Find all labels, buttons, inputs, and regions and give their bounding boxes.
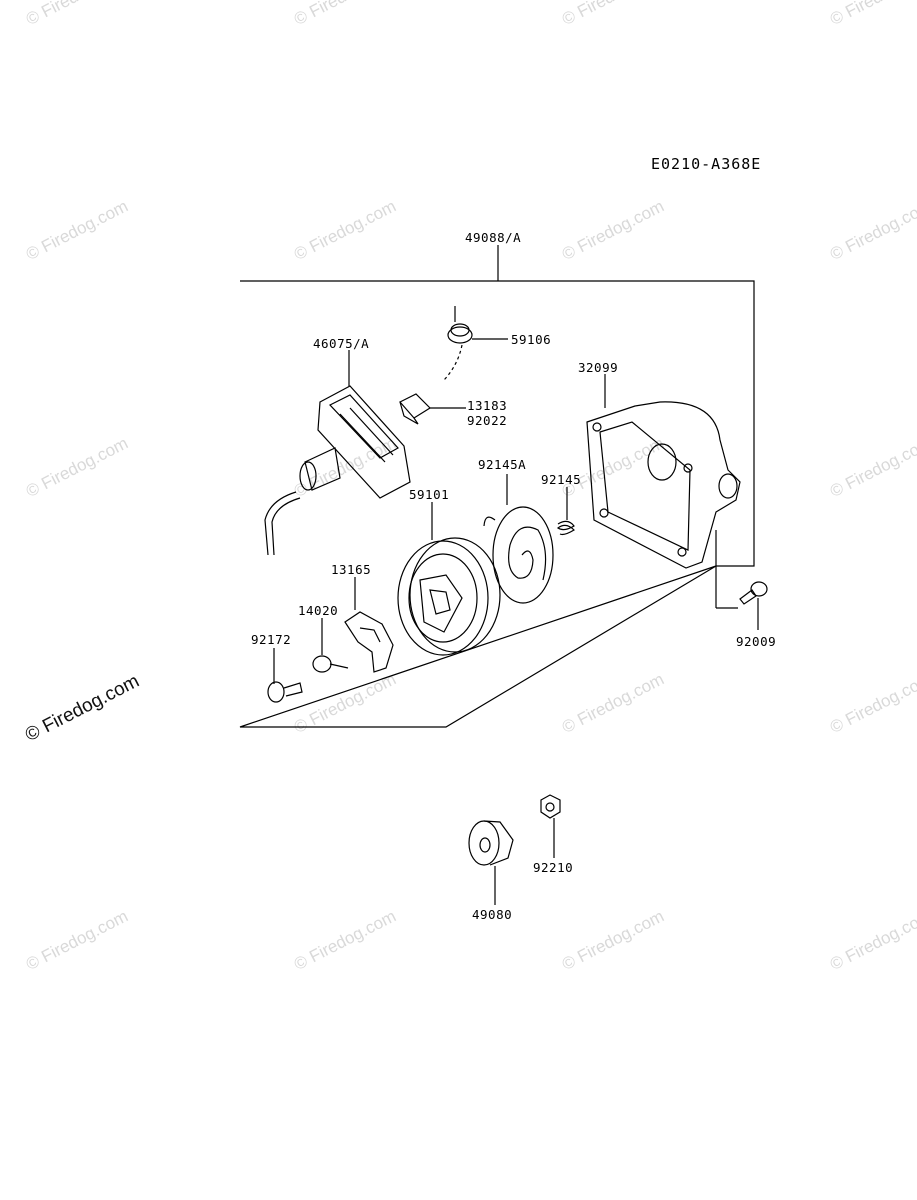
diagram-code: E0210-A368E: [651, 155, 762, 173]
part-number-case[interactable]: 32099: [578, 360, 619, 375]
handle-part: [264, 350, 411, 556]
part-number-small-spring[interactable]: 14020: [298, 603, 339, 618]
nut-part: [540, 794, 561, 858]
ratchet-part: [344, 577, 394, 673]
ratchet-spring-part: [312, 618, 349, 673]
drive-pulley-part: [468, 820, 514, 905]
pulley-part: [397, 502, 501, 656]
part-number-screw[interactable]: 92172: [251, 632, 292, 647]
part-number-drive-pulley[interactable]: 49080: [472, 907, 513, 922]
part-number-rope[interactable]: 59106: [511, 332, 552, 347]
part-number-cap[interactable]: 92022: [467, 413, 508, 428]
part-number-bushing[interactable]: 13183: [467, 398, 508, 413]
part-number-handle[interactable]: 46075/A: [313, 336, 370, 351]
screw-part: [267, 648, 303, 703]
bushing-part: [399, 393, 466, 425]
recoil-spring-part: [483, 474, 554, 604]
assembly-boundary: [239, 280, 755, 728]
small-spring-part: [556, 487, 575, 536]
starter-case-part: [586, 374, 741, 609]
rope-end-part: [443, 306, 508, 381]
part-number-ratchet[interactable]: 13165: [331, 562, 372, 577]
part-number-assembly[interactable]: 49088/A: [465, 230, 522, 245]
part-number-bolt[interactable]: 92009: [736, 634, 777, 649]
part-number-spring[interactable]: 92145: [541, 472, 582, 487]
part-number-nut[interactable]: 92210: [533, 860, 574, 875]
part-number-pulley[interactable]: 59101: [409, 487, 450, 502]
part-number-spring-cover[interactable]: 92145A: [478, 457, 527, 472]
bolt-part: [739, 581, 768, 630]
